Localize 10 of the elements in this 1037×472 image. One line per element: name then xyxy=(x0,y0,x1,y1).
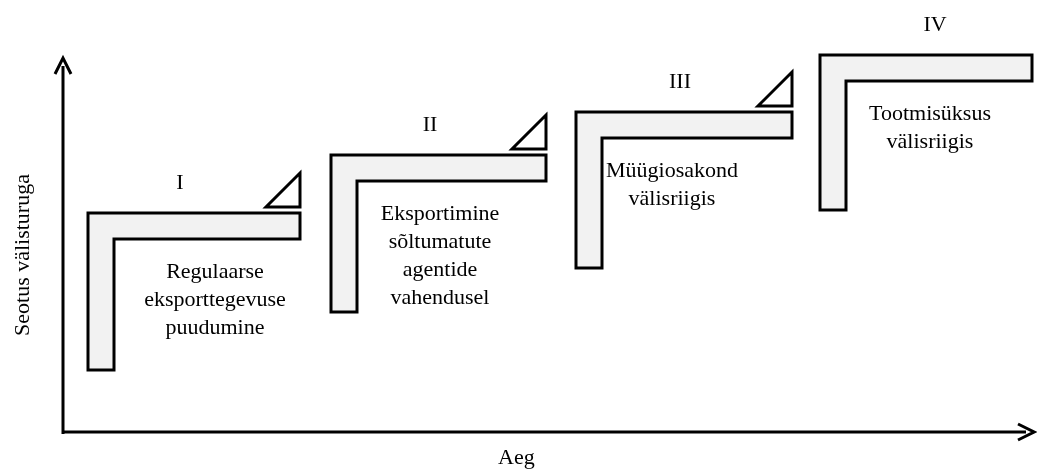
axis-label: Aeg xyxy=(498,444,535,470)
stage-numeral: IV xyxy=(923,11,947,37)
stage-numeral: I xyxy=(176,169,184,195)
stage-numeral: III xyxy=(669,68,691,94)
axis-label: Seotus välisturuga xyxy=(9,174,35,336)
stage-description: Eksportimine sõltumatute agentide vahendusel xyxy=(379,199,501,311)
stage-description: Müügiosakond välisriigis xyxy=(606,156,738,212)
stage-description: Regulaarse eksporttegevuse puudumine xyxy=(143,257,287,341)
stage-description: Tootmisüksus välisriigis xyxy=(868,99,992,155)
stage-numeral: II xyxy=(422,111,438,137)
